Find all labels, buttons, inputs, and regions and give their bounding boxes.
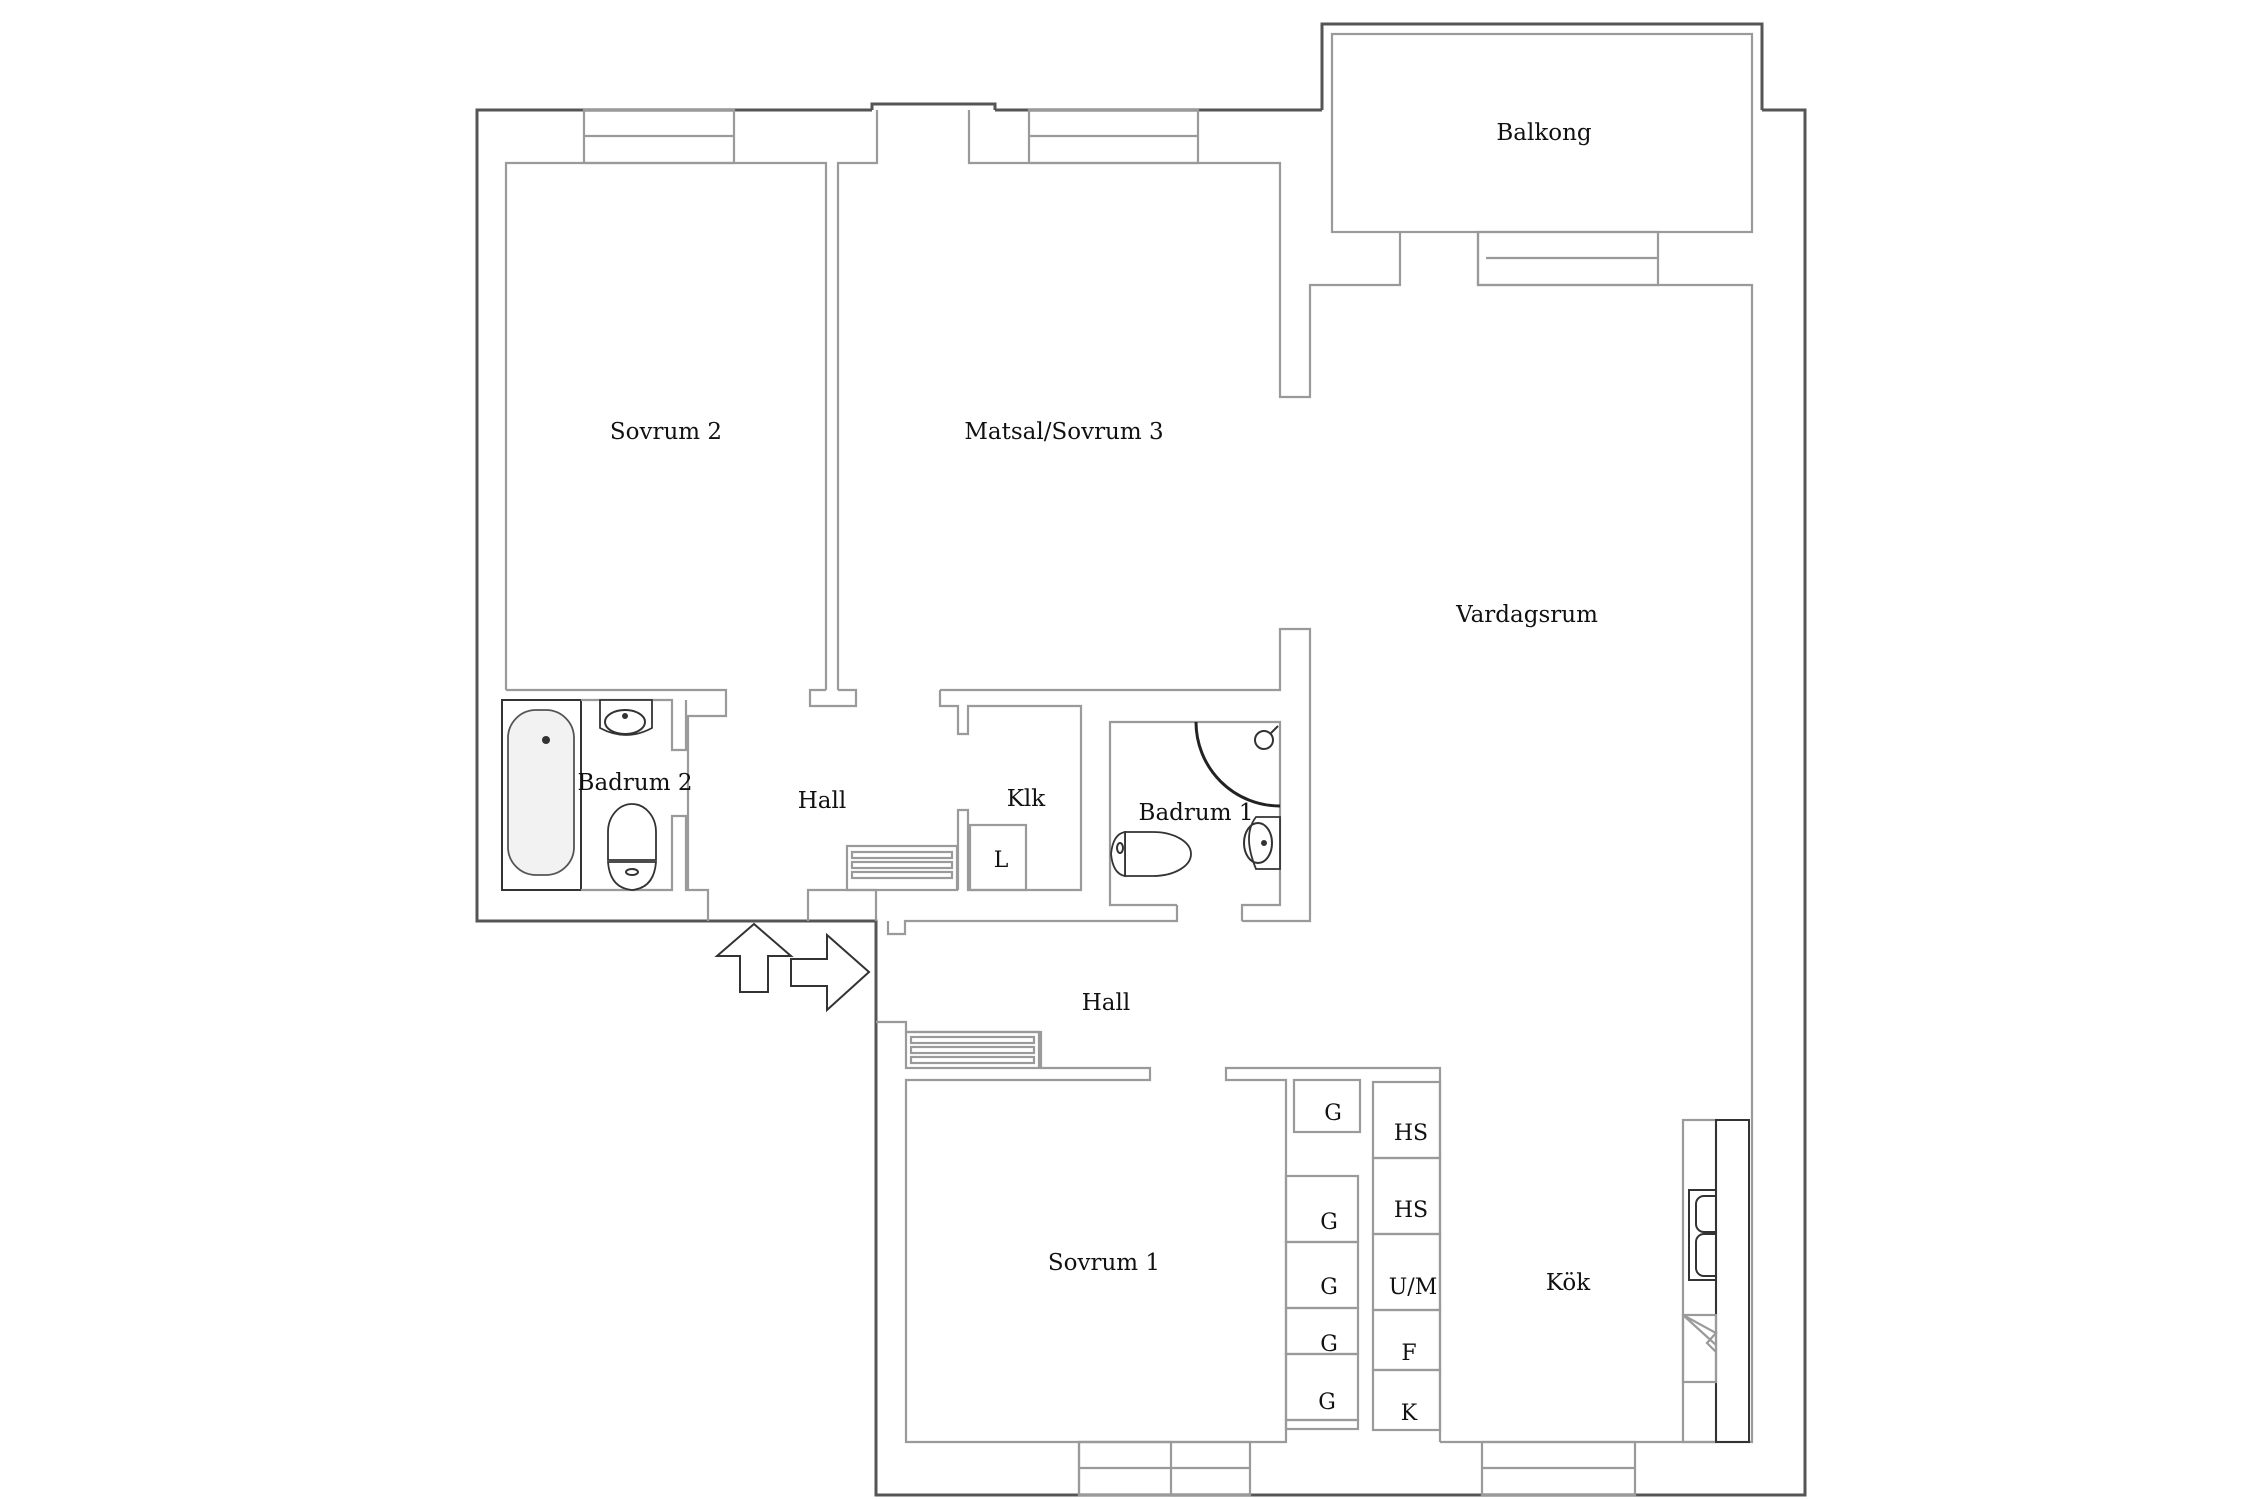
windows-bottom: [1077, 1440, 1637, 1497]
room-sovrum1: [876, 1020, 1442, 1444]
sink-icon: [599, 699, 653, 736]
room-matsal: [808, 110, 1754, 1120]
toilet-icon: [1110, 830, 1192, 878]
bathtub-icon: [507, 709, 575, 876]
shower-icon: [1194, 721, 1281, 808]
label-klk: Klk: [1007, 786, 1047, 812]
label-wardrobe: G: [1320, 1210, 1338, 1235]
label-laundry: L: [994, 848, 1009, 873]
label-balkong: Balkong: [1496, 120, 1592, 146]
label-kitchen-unit: K: [1401, 1401, 1418, 1426]
label-kitchen-unit: HS: [1394, 1121, 1428, 1146]
wardrobes: [1284, 1078, 1362, 1431]
label-sovrum2: Sovrum 2: [610, 419, 722, 445]
sink-icon: [1243, 816, 1281, 870]
stove-icon: [1681, 1313, 1718, 1384]
label-kitchen-unit: HS: [1394, 1198, 1428, 1223]
label-kok: Kök: [1546, 1270, 1591, 1296]
entrance-arrow-right-icon: [790, 932, 871, 1013]
radiator-icon: [845, 844, 959, 892]
label-wardrobe: G: [1324, 1101, 1342, 1126]
label-hall-upper: Hall: [798, 788, 846, 814]
kitchen-sink-icon: [1688, 1189, 1717, 1281]
label-kitchen-unit: F: [1401, 1341, 1416, 1366]
entrance-arrow-up-icon: [714, 922, 794, 993]
label-wardrobe: G: [1320, 1275, 1338, 1300]
label-hall-lower: Hall: [1082, 990, 1130, 1016]
label-vardagsrum: Vardagsrum: [1455, 602, 1598, 628]
label-wardrobe: G: [1318, 1390, 1336, 1415]
label-sovrum1: Sovrum 1: [1048, 1250, 1160, 1276]
room-labels: Sovrum 2 Matsal/Sovrum 3 Balkong Vardags…: [578, 120, 1599, 1426]
label-matsal: Matsal/Sovrum 3: [964, 419, 1163, 445]
radiator-icon: [904, 1030, 1041, 1070]
label-kitchen-unit: U/M: [1389, 1275, 1437, 1300]
label-badrum2: Badrum 2: [578, 770, 693, 796]
label-wardrobe: G: [1320, 1332, 1338, 1357]
room-sovrum2: [504, 161, 828, 889]
label-badrum1: Badrum 1: [1139, 800, 1254, 826]
room-klk: [938, 690, 1083, 892]
room-badrum1: [886, 720, 1282, 936]
toilet-icon: [607, 803, 657, 891]
